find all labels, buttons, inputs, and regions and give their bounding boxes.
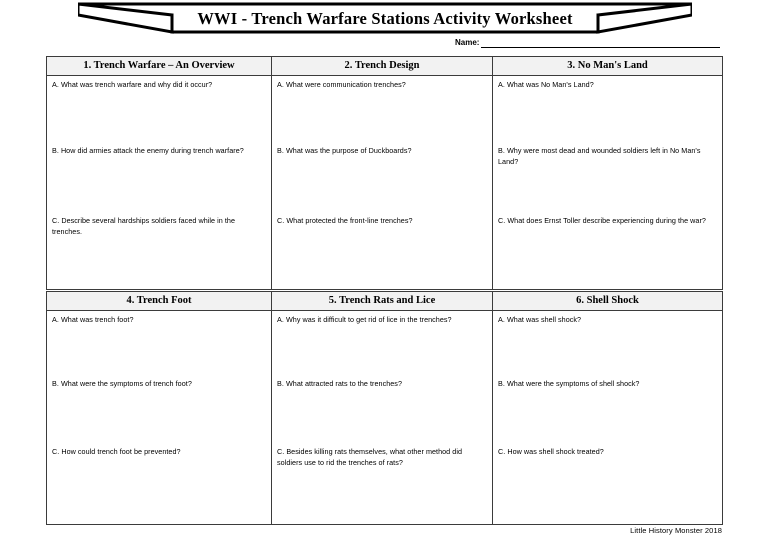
question-3b: B. Why were most dead and wounded soldie…: [498, 146, 701, 166]
answer-area-2[interactable]: A. What were communication trenches? B. …: [272, 76, 492, 289]
table-row: A. What was trench warfare and why did i…: [46, 75, 723, 290]
station-cell-5[interactable]: A. Why was it difficult to get rid of li…: [271, 310, 493, 525]
question-1c: C. Describe several hardships soldiers f…: [52, 216, 236, 236]
name-field-row: Name:: [455, 38, 720, 48]
title-banner: WWI - Trench Warfare Stations Activity W…: [78, 2, 692, 34]
table-row: A. What was trench foot? B. What were th…: [46, 310, 723, 525]
station-header-1: 1. Trench Warfare – An Overview: [46, 56, 272, 76]
table-header-row: 4. Trench Foot 5. Trench Rats and Lice 6…: [46, 291, 723, 311]
question-6c: C. How was shell shock treated?: [498, 447, 604, 456]
question-2c: C. What protected the front-line trenche…: [277, 216, 413, 225]
name-input-line[interactable]: [481, 38, 720, 48]
question-6b: B. What were the symptoms of shell shock…: [498, 379, 640, 388]
question-5a: A. Why was it difficult to get rid of li…: [277, 315, 452, 324]
station-header-4: 4. Trench Foot: [46, 291, 272, 311]
table-header-row: 1. Trench Warfare – An Overview 2. Trenc…: [46, 56, 723, 76]
answer-area-3[interactable]: A. What was No Man's Land? B. Why were m…: [493, 76, 722, 289]
question-5b: B. What attracted rats to the trenches?: [277, 379, 402, 388]
station-cell-1[interactable]: A. What was trench warfare and why did i…: [46, 75, 272, 290]
station-cell-3[interactable]: A. What was No Man's Land? B. Why were m…: [492, 75, 723, 290]
question-6a: A. What was shell shock?: [498, 315, 582, 324]
station-header-2: 2. Trench Design: [271, 56, 493, 76]
stations-table-top: 1. Trench Warfare – An Overview 2. Trenc…: [46, 56, 723, 290]
question-2b: B. What was the purpose of Duckboards?: [277, 146, 412, 155]
station-header-3: 3. No Man's Land: [492, 56, 723, 76]
question-3a: A. What was No Man's Land?: [498, 80, 594, 89]
question-4b: B. What were the symptoms of trench foot…: [52, 379, 192, 388]
station-cell-2[interactable]: A. What were communication trenches? B. …: [271, 75, 493, 290]
question-5c: C. Besides killing rats themselves, what…: [277, 447, 463, 467]
answer-area-4[interactable]: A. What was trench foot? B. What were th…: [47, 311, 271, 524]
station-cell-4[interactable]: A. What was trench foot? B. What were th…: [46, 310, 272, 525]
question-1b: B. How did armies attack the enemy durin…: [52, 146, 244, 155]
answer-area-5[interactable]: A. Why was it difficult to get rid of li…: [272, 311, 492, 524]
question-1a: A. What was trench warfare and why did i…: [52, 80, 213, 89]
question-4c: C. How could trench foot be prevented?: [52, 447, 181, 456]
station-header-6: 6. Shell Shock: [492, 291, 723, 311]
name-label: Name:: [455, 38, 480, 47]
station-cell-6[interactable]: A. What was shell shock? B. What were th…: [492, 310, 723, 525]
banner-ribbon-shape: [78, 2, 692, 34]
question-4a: A. What was trench foot?: [52, 315, 134, 324]
question-2a: A. What were communication trenches?: [277, 80, 406, 89]
footer-credit: Little History Monster 2018: [630, 526, 722, 535]
question-3c: C. What does Ernst Toller describe exper…: [498, 216, 706, 225]
answer-area-6[interactable]: A. What was shell shock? B. What were th…: [493, 311, 722, 524]
stations-table-bottom: 4. Trench Foot 5. Trench Rats and Lice 6…: [46, 291, 723, 525]
station-header-5: 5. Trench Rats and Lice: [271, 291, 493, 311]
answer-area-1[interactable]: A. What was trench warfare and why did i…: [47, 76, 271, 289]
page-title: WWI - Trench Warfare Stations Activity W…: [197, 9, 573, 28]
